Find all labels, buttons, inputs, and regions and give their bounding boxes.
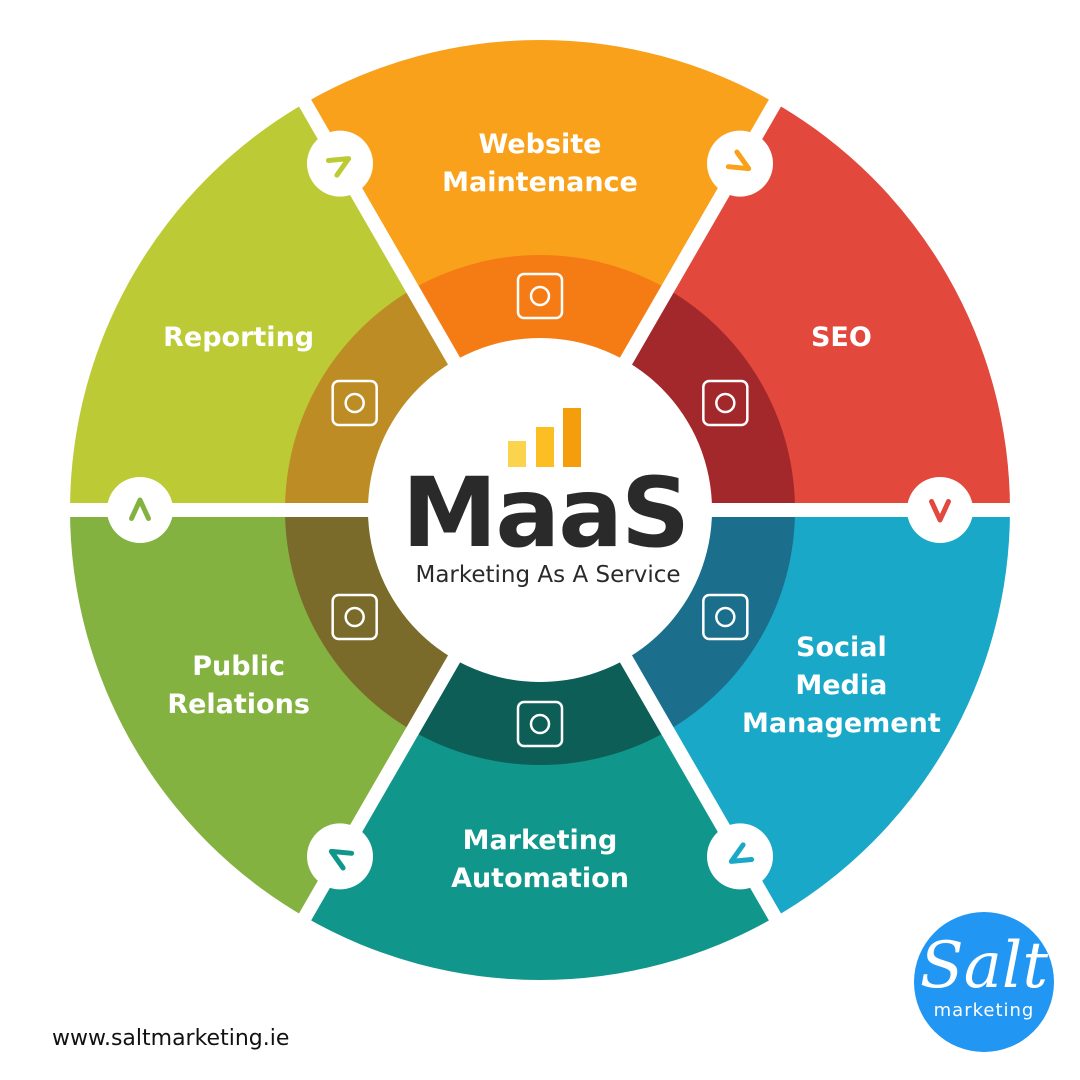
bar-3: [563, 408, 581, 467]
public-relations-inner-band: [285, 510, 454, 731]
report-chart-icon: [331, 379, 378, 427]
chevron-down-icon: [907, 477, 973, 543]
chevron-up-left-icon: [307, 823, 373, 890]
magnifier-chart-icon: [702, 379, 749, 427]
marketing-automation-label-line: Marketing: [463, 825, 618, 856]
website-url[interactable]: www.saltmarketing.ie: [52, 1026, 290, 1051]
chevron-up-right-icon: [307, 130, 373, 197]
bar-1: [508, 441, 526, 467]
chevron-down-left-icon: [707, 130, 773, 197]
center-title: MaaS: [402, 457, 688, 569]
website-maintenance-inner-band: [412, 254, 668, 362]
center-circle: [368, 338, 712, 682]
megaphone-icon: [331, 593, 378, 641]
website-gear-icon: [516, 272, 564, 320]
segment-icons: [331, 272, 749, 748]
logo-subtext: marketing: [933, 1000, 1035, 1021]
marketing-automation-label-line: Automation: [451, 863, 629, 894]
center-subtitle: Marketing As A Service: [415, 562, 680, 588]
reporting-label-line: Reporting: [163, 322, 314, 353]
logo-word: Salt: [919, 929, 1049, 1003]
social-media-management-label-line: Media: [795, 670, 887, 701]
chevron-down-right-icon: [707, 823, 773, 890]
inner-ring: [285, 254, 796, 765]
megaphone-gear-icon: [516, 700, 564, 748]
bar-chart-logo-icon: [508, 408, 581, 467]
chevron-up-icon: [107, 477, 173, 543]
public-relations-label-line: Relations: [167, 689, 310, 720]
reporting-inner-band: [285, 289, 454, 510]
public-relations-label-line: Public: [192, 651, 285, 682]
social-media-management-inner-band: [626, 510, 796, 731]
website-maintenance-label-line: Website: [478, 129, 601, 160]
social-media-management-label-line: Management: [742, 708, 941, 739]
bar-2: [536, 427, 554, 467]
seo-label-line: SEO: [811, 322, 872, 353]
salt-marketing-logo: Salt marketing: [914, 912, 1054, 1052]
marketing-automation-inner-band: [412, 658, 668, 765]
seo-inner-band: [626, 289, 795, 510]
website-maintenance-label-line: Maintenance: [442, 167, 638, 198]
phone-social-icon: [702, 593, 749, 641]
social-media-management-label-line: Social: [796, 632, 887, 663]
